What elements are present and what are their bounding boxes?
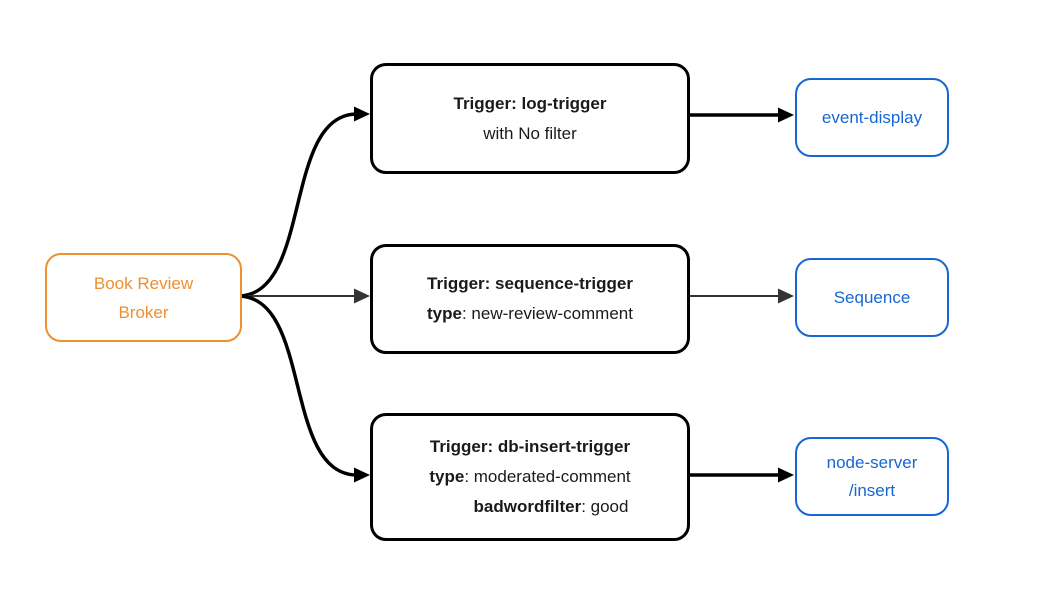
arrowhead-sequence bbox=[778, 288, 794, 304]
db-insert-trigger-badwordfilter: badwordfilter: good bbox=[373, 492, 687, 522]
edge-broker-to-db-insert-trigger bbox=[238, 294, 357, 477]
arrowhead-db-insert-trigger bbox=[354, 467, 370, 483]
db-insert-trigger-title-text: Trigger: db-insert-trigger bbox=[429, 437, 631, 456]
sequence-trigger-type-value: : new-review-comment bbox=[461, 304, 633, 323]
event-display-label: event-display bbox=[821, 107, 923, 127]
node-sequence-trigger: Trigger: sequence-trigger type: new-revi… bbox=[370, 244, 690, 354]
node-event-display: event-display bbox=[795, 78, 949, 157]
edge-broker-to-log-trigger bbox=[238, 112, 357, 298]
log-trigger-title-text: Trigger: log-trigger bbox=[453, 93, 607, 113]
log-trigger-filter: with No filter bbox=[373, 119, 687, 149]
arrowhead-log-trigger bbox=[354, 106, 370, 122]
sequence-trigger-title-text: Trigger: sequence-trigger bbox=[427, 274, 633, 293]
sequence-trigger-title: Trigger: sequence-trigger bbox=[373, 269, 687, 299]
node-log-trigger: Trigger: log-trigger with No filter bbox=[370, 63, 690, 174]
log-trigger-filter-text: with No filter bbox=[483, 123, 577, 143]
arrowhead-sequence-trigger bbox=[354, 288, 370, 304]
node-server-label-line-2: /insert bbox=[848, 480, 896, 500]
sequence-trigger-type-key: type bbox=[427, 304, 462, 323]
sequence-trigger-type: type: new-review-comment bbox=[373, 299, 687, 329]
db-insert-trigger-type-value: : moderated-comment bbox=[464, 467, 631, 486]
sequence-label: Sequence bbox=[833, 287, 911, 307]
log-trigger-title: Trigger: log-trigger bbox=[373, 89, 687, 119]
node-node-server-insert: node-server /insert bbox=[795, 437, 949, 516]
arrowhead-event-display bbox=[778, 107, 794, 123]
node-book-review-broker: Book Review Broker bbox=[45, 253, 242, 342]
broker-label-line-2: Broker bbox=[118, 302, 169, 322]
node-db-insert-trigger: Trigger: db-insert-trigger type: moderat… bbox=[370, 413, 690, 541]
db-insert-trigger-badwordfilter-key: badwordfilter bbox=[473, 497, 582, 516]
broker-label-line-1: Book Review bbox=[93, 273, 194, 293]
db-insert-trigger-type: type: moderated-comment bbox=[373, 462, 687, 492]
db-insert-trigger-type-key: type bbox=[429, 467, 465, 486]
db-insert-trigger-title: Trigger: db-insert-trigger bbox=[373, 432, 687, 462]
db-insert-trigger-badwordfilter-value: : good bbox=[581, 497, 629, 516]
arrowhead-node-server bbox=[778, 467, 794, 483]
node-sequence: Sequence bbox=[795, 258, 949, 337]
node-server-label-line-1: node-server bbox=[826, 452, 918, 472]
